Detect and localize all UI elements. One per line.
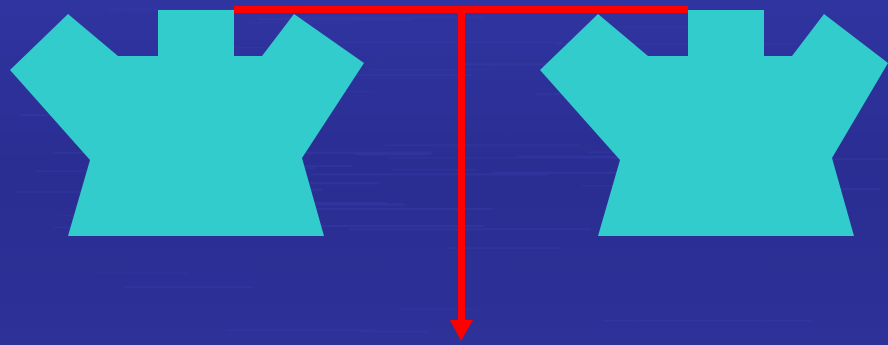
background-streak	[617, 27, 694, 28]
background-streak	[258, 18, 411, 20]
background-streak	[360, 331, 427, 332]
background-streak	[96, 273, 189, 274]
background-streak	[311, 173, 548, 175]
background-streak	[311, 42, 562, 43]
connector-vertical-line	[458, 10, 465, 322]
background-streak	[602, 320, 812, 322]
background-streak	[349, 228, 590, 230]
background-streak	[385, 145, 579, 146]
background-streak	[125, 286, 254, 288]
background-streak	[309, 202, 387, 204]
background-streak	[228, 330, 376, 332]
background-streak	[369, 69, 492, 70]
background-streak	[387, 157, 627, 158]
